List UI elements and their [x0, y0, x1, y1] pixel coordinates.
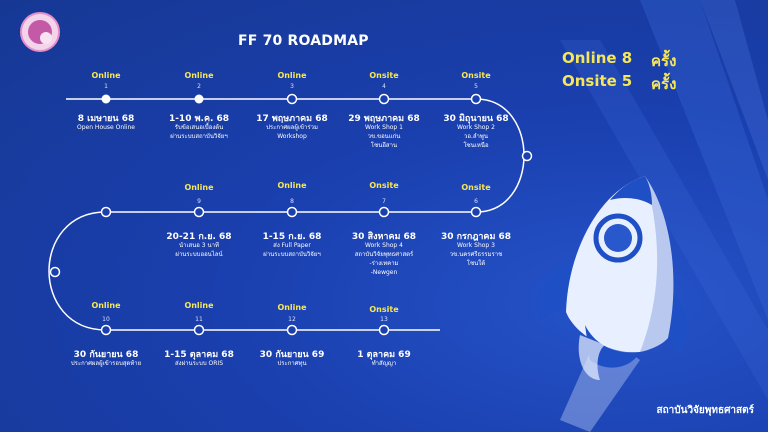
milestone-dot-7 [378, 206, 390, 218]
milestone-type: Onsite [461, 183, 491, 192]
milestone-type: Online [184, 71, 214, 80]
milestone-desc: Work Shop 3 วข.นครศรีธรรมราช โซนใต้ [449, 242, 503, 267]
milestone-date: 1-15 ตุลาคม 68 [164, 350, 234, 360]
milestone-desc: ทำสัญญา [371, 360, 397, 367]
rocket-body [566, 176, 661, 353]
milestone-dot-5 [470, 93, 482, 105]
milestone-number: 6 [474, 198, 478, 205]
milestone-type: Online [277, 303, 307, 312]
milestone-desc: Work Shop 2 วอ.ลำพูน โซนเหนือ [457, 124, 495, 149]
milestone-number: 1 [104, 83, 108, 90]
milestone-date: 8 เมษายน 68 [77, 114, 135, 124]
milestone-date: 30 กรกฎาคม 68 [440, 232, 512, 242]
milestone-number: 13 [380, 316, 388, 323]
milestone-date: 20-21 ก.ย. 68 [166, 232, 232, 242]
milestone-type: Online [91, 71, 121, 80]
milestone-number: 12 [288, 316, 296, 323]
page-title: FF 70 ROADMAP [238, 33, 369, 49]
path-dot-turn-right [521, 150, 533, 162]
milestone-dot-1 [101, 94, 111, 104]
milestone-type: Online [277, 181, 307, 190]
milestone-desc: ประกาศผลผู้เข้ารอบสุดท้าย [70, 360, 142, 367]
milestone-dot-4 [378, 93, 390, 105]
milestone-date: 29 พฤษภาคม 68 [348, 114, 420, 124]
footer-org-name: สถาบันวิจัยพุทธศาสตร์ [656, 405, 754, 416]
milestone-desc: ประกาศทุน [277, 360, 307, 367]
light-streak [700, 0, 768, 180]
milestone-date: 30 กันยายน 68 [73, 350, 139, 360]
rocket-flame [578, 335, 605, 380]
milestone-type: Online [277, 71, 307, 80]
milestone-number: 10 [102, 316, 110, 323]
milestone-number: 7 [382, 198, 386, 205]
milestone-number: 4 [382, 83, 386, 90]
rocket-body-shade [640, 176, 674, 352]
milestone-dot-11 [193, 324, 205, 336]
milestone-desc: นำเสนอ 3 นาที ผ่านระบบออนไลน์ [175, 242, 223, 258]
path-dot-row2-start [100, 206, 112, 218]
milestone-dot-10 [100, 324, 112, 336]
milestone-type: Onsite [369, 305, 399, 314]
summary-onsite-unit: ครั้ง [651, 75, 677, 93]
milestone-desc: Work Shop 4 สถาบันวิจัยพุทธศาสตร์ -ร่างเ… [354, 242, 414, 276]
milestone-date: 1-10 พ.ค. 68 [168, 114, 230, 124]
summary-onsite-count: 5 [621, 72, 633, 90]
milestone-type: Online [184, 183, 214, 192]
path-dot-turn-left [49, 266, 61, 278]
institute-logo [20, 12, 60, 52]
summary-onsite-label: Onsite [562, 72, 617, 90]
summary-online-label: Online [562, 49, 617, 67]
rocket-window-glass [604, 224, 632, 252]
milestone-date: 30 มิถุนายน 68 [443, 114, 509, 124]
milestone-type: Onsite [369, 71, 399, 80]
rocket-nose [610, 176, 652, 205]
milestone-number: 2 [197, 83, 201, 90]
milestone-dot-12 [286, 324, 298, 336]
milestone-desc: ส่งผ่านระบบ ORIS [174, 360, 224, 367]
summary-online-unit: ครั้ง [651, 52, 677, 70]
milestone-date: 30 กันยายน 69 [259, 350, 325, 360]
milestone-dot-2 [194, 94, 204, 104]
milestone-type: Online [91, 301, 121, 310]
milestone-date: 30 สิงหาคม 68 [351, 232, 417, 242]
milestone-number: 8 [290, 198, 294, 205]
milestone-number: 5 [474, 83, 478, 90]
milestone-dot-6 [470, 206, 482, 218]
milestone-dot-9 [193, 206, 205, 218]
milestone-number: 3 [290, 83, 294, 90]
milestone-dot-13 [378, 324, 390, 336]
milestone-desc: Work Shop 1 วข.ขอนแก่น โซนอีสาน [365, 124, 403, 149]
milestone-desc: รับข้อเสนอเบื้องต้น ผ่านระบบสถาบันวิจัยฯ [170, 124, 228, 140]
milestone-dot-3 [286, 93, 298, 105]
milestone-desc: Open House Online [77, 124, 135, 131]
milestone-type: Online [184, 301, 214, 310]
milestone-desc: ส่ง Full Paper ผ่านระบบสถาบันวิจัยฯ [263, 242, 321, 258]
milestone-number: 11 [195, 316, 203, 323]
milestone-date: 1-15 ก.ย. 68 [262, 232, 322, 242]
light-streak [640, 0, 768, 320]
rocket-illustration [536, 176, 688, 432]
milestone-desc: ประกาศผลผู้เข้าร่วม Workshop [266, 124, 318, 140]
rocket-nozzle [585, 325, 640, 368]
milestone-type: Onsite [369, 181, 399, 190]
milestone-date: 1 ตุลาคม 69 [357, 350, 411, 360]
milestone-type: Onsite [461, 71, 491, 80]
milestone-dot-8 [286, 206, 298, 218]
summary-online-count: 8 [621, 49, 633, 67]
milestone-number: 9 [197, 198, 201, 205]
milestone-date: 17 พฤษภาคม 68 [256, 114, 328, 124]
